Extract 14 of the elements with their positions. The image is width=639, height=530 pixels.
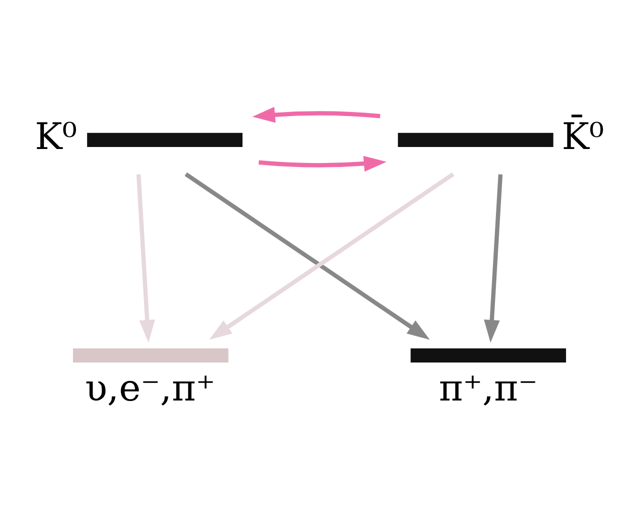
arrow <box>136 174 156 343</box>
node-box <box>398 132 554 148</box>
arrow <box>258 156 387 172</box>
node-label: K⁰ <box>34 114 77 158</box>
arrow <box>484 174 503 343</box>
node-label: π⁺,π⁻ <box>438 366 538 410</box>
arrow <box>184 172 430 340</box>
node-box <box>87 132 242 148</box>
arrow <box>252 106 380 123</box>
node-label: K̄⁰ <box>562 114 604 158</box>
node-label: υ,e⁻,π⁺ <box>84 366 216 410</box>
node-box <box>410 348 566 362</box>
arrow <box>209 172 454 340</box>
node-box <box>72 348 228 362</box>
